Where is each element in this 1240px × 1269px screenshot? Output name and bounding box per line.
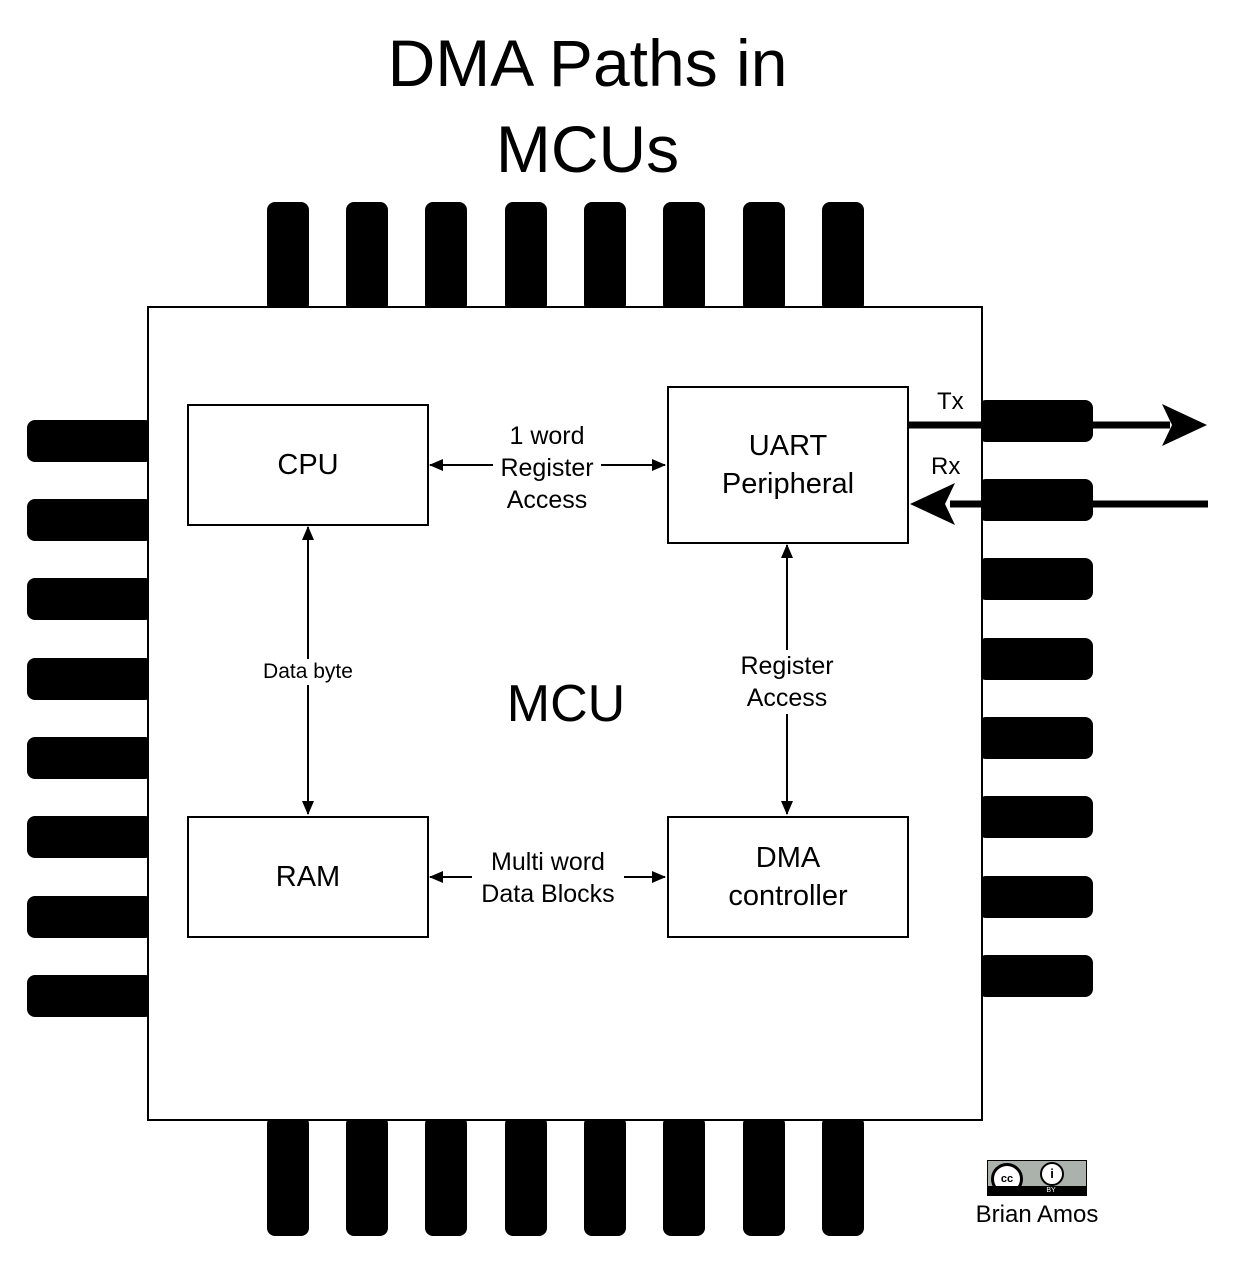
cpu-ram-connection-label: Data byte (258, 659, 358, 685)
tx-arrowhead (1162, 404, 1207, 446)
cpu-uart-label-line-2: Register (500, 454, 594, 482)
dma-label-line-2: controller (728, 880, 848, 912)
pin (978, 717, 1093, 759)
pin (346, 1116, 388, 1236)
pin (822, 202, 864, 312)
pin-rx (978, 479, 1093, 521)
pin (27, 658, 153, 700)
pin (505, 202, 547, 312)
pin (584, 1116, 626, 1236)
uart-label-line-1: UART (748, 430, 828, 462)
cpu-uart-label-line-1: 1 word (509, 422, 585, 450)
pin (978, 638, 1093, 680)
cpu-uart-label-line-3: Access (506, 486, 588, 514)
uart-dma-connection-label: Register Access (732, 650, 842, 714)
pin (27, 499, 153, 541)
pin (346, 202, 388, 312)
pin (27, 578, 153, 620)
cc-by-license-badge: cc i BY (987, 1160, 1087, 1196)
pin (978, 955, 1093, 997)
badge-band (988, 1186, 1086, 1195)
tx-label: Tx (937, 388, 964, 415)
pin (425, 202, 467, 312)
pin (27, 896, 153, 938)
pin (27, 816, 153, 858)
uart-peripheral-block: UART Peripheral (667, 386, 909, 544)
pin-tx (978, 400, 1093, 442)
pin (27, 420, 153, 462)
pin (663, 1116, 705, 1236)
author-name: Brian Amos (975, 1201, 1099, 1228)
pin (267, 1116, 309, 1236)
uart-dma-label-line-2: Access (746, 684, 828, 712)
pin (822, 1116, 864, 1236)
pin (27, 975, 153, 1017)
mcu-label: MCU (506, 675, 626, 733)
dma-label-line-1: DMA (755, 842, 821, 874)
pin (584, 202, 626, 312)
cpu-label: CPU (277, 449, 339, 481)
diagram-title: DMA Paths in MCUs (0, 20, 1175, 192)
pin (743, 1116, 785, 1236)
cpu-uart-connection-label: 1 word Register Access (493, 420, 601, 516)
rx-label: Rx (931, 453, 961, 480)
pin (978, 558, 1093, 600)
rx-arrowhead (910, 483, 955, 525)
pin (425, 1116, 467, 1236)
ram-label: RAM (275, 861, 341, 893)
pin (978, 796, 1093, 838)
pin (27, 737, 153, 779)
cpu-block: CPU (187, 404, 429, 526)
pin (267, 202, 309, 312)
pin (978, 876, 1093, 918)
ram-block: RAM (187, 816, 429, 938)
ram-dma-connection-label: Multi word Data Blocks (472, 846, 624, 910)
ram-dma-label-line-2: Data Blocks (481, 880, 615, 908)
pin (743, 202, 785, 312)
title-line-2: MCUs (495, 112, 680, 186)
ram-dma-label-line-1: Multi word (491, 848, 605, 876)
pin (505, 1116, 547, 1236)
pin (663, 202, 705, 312)
title-line-1: DMA Paths in (387, 26, 788, 100)
uart-label-line-2: Peripheral (721, 468, 855, 500)
dma-controller-block: DMA controller (667, 816, 909, 938)
by-text: BY (1046, 1187, 1056, 1194)
uart-dma-label-line-1: Register (740, 652, 834, 680)
attribution-person-icon: i (1040, 1162, 1064, 1186)
